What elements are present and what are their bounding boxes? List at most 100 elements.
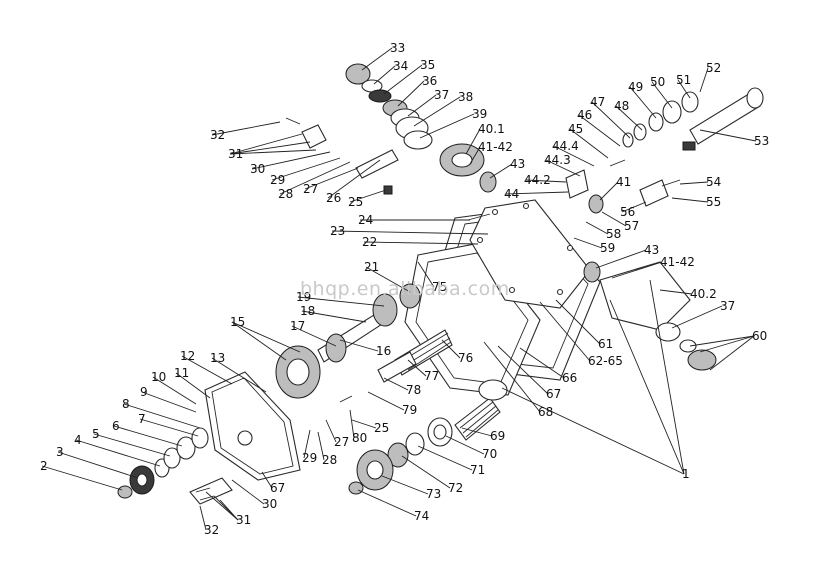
leader-27 <box>304 167 359 190</box>
callout-73: 73 <box>426 487 441 501</box>
callout-78: 78 <box>406 383 421 397</box>
callout-29: 29 <box>270 173 285 187</box>
callout-3: 3 <box>56 445 64 459</box>
callout-59: 59 <box>600 241 615 255</box>
leader-31b <box>219 499 239 521</box>
callout-27: 27 <box>303 182 318 196</box>
ring-35 <box>368 89 392 103</box>
gear-72 <box>387 442 409 468</box>
callout-39: 39 <box>472 107 487 121</box>
callout-68: 68 <box>538 405 553 419</box>
leader-75 <box>417 261 435 288</box>
gear-21 <box>399 283 421 309</box>
callout-22: 22 <box>362 235 377 249</box>
leader-27b <box>325 419 337 443</box>
leader-73 <box>381 475 429 495</box>
callout-23: 23 <box>330 224 345 238</box>
callout-7: 7 <box>138 412 146 426</box>
callout-40-2: 40.2 <box>690 287 717 301</box>
callout-19: 19 <box>296 290 311 304</box>
callout-31: 31 <box>228 147 243 161</box>
callout-26: 26 <box>326 191 341 205</box>
pinion-43-top <box>479 171 497 193</box>
leader-31b <box>205 491 239 521</box>
leader-44.4 <box>553 145 595 167</box>
callout-2: 2 <box>40 459 48 473</box>
seal-51 <box>681 91 699 113</box>
callout-8: 8 <box>122 397 130 411</box>
leader-29 <box>271 157 341 181</box>
leader-60 <box>709 335 755 371</box>
coupling-77 <box>377 351 417 383</box>
callout-44: 44 <box>504 187 519 201</box>
gear-73-hub <box>366 460 384 480</box>
leader-40.1 <box>465 128 481 155</box>
callout-76: 76 <box>458 351 473 365</box>
callout-28b: 28 <box>322 453 337 467</box>
leader-66 <box>519 347 565 379</box>
leader-41 <box>599 181 619 201</box>
callout-17: 17 <box>290 319 305 333</box>
callout-62-65: 62-65 <box>588 354 623 368</box>
leader-59 <box>573 237 603 249</box>
callout-36: 36 <box>422 74 437 88</box>
leader-44 <box>505 191 569 195</box>
leader-62-65 <box>539 301 591 362</box>
leader-76 <box>441 339 461 359</box>
callout-54: 54 <box>706 175 721 189</box>
callout-38: 38 <box>458 90 473 104</box>
callout-75: 75 <box>432 280 447 294</box>
callout-32b: 32 <box>204 523 219 537</box>
callout-30b: 30 <box>262 497 277 511</box>
large-gear-15-hub <box>286 358 310 386</box>
leader-40.2 <box>659 289 693 295</box>
bearing-7 <box>191 427 209 449</box>
leader-31 <box>229 133 303 155</box>
callout-66: 66 <box>562 371 577 385</box>
callout-11: 11 <box>174 366 189 380</box>
leader-1 <box>649 279 685 475</box>
callout-71: 71 <box>470 463 485 477</box>
leader-55 <box>671 197 709 203</box>
pinion-43-right <box>583 261 601 283</box>
callout-21: 21 <box>364 260 379 274</box>
callout-13: 13 <box>210 351 225 365</box>
callout-61: 61 <box>598 337 613 351</box>
plate-39 <box>403 130 433 150</box>
leader-45 <box>569 128 609 159</box>
leader-47 <box>591 101 631 139</box>
ring-50 <box>662 100 682 124</box>
leader-38 <box>413 96 461 127</box>
leader-23 <box>331 230 489 235</box>
ring-47 <box>622 132 634 148</box>
callout-70: 70 <box>482 447 497 461</box>
callout-45: 45 <box>568 122 583 136</box>
callout-67: 67 <box>270 481 285 495</box>
leader-78 <box>383 377 409 391</box>
leader-43 <box>489 163 513 179</box>
callout-43b: 43 <box>644 243 659 257</box>
callout-32: 32 <box>210 128 225 142</box>
leader-61 <box>555 299 601 345</box>
leader-68 <box>483 341 541 413</box>
leader-19 <box>297 296 385 307</box>
leader-69 <box>461 427 493 437</box>
flange-3-bore <box>136 473 148 487</box>
leader-7 <box>139 418 199 437</box>
leader-56 <box>621 201 647 213</box>
leader-52 <box>699 67 709 93</box>
ring-6 <box>176 436 196 460</box>
bearing-70-inner <box>433 424 447 440</box>
ring-48 <box>633 123 647 141</box>
axle-flange-52 <box>746 87 764 109</box>
leader-51 <box>677 79 691 99</box>
callout-52: 52 <box>706 61 721 75</box>
nut-2 <box>117 485 133 499</box>
leader-53 <box>699 129 757 142</box>
leader-18 <box>301 310 367 323</box>
front-cover-bore <box>237 430 253 446</box>
leader-29b <box>303 429 311 459</box>
bearing-41-right <box>588 194 604 214</box>
callout-51: 51 <box>676 73 691 87</box>
